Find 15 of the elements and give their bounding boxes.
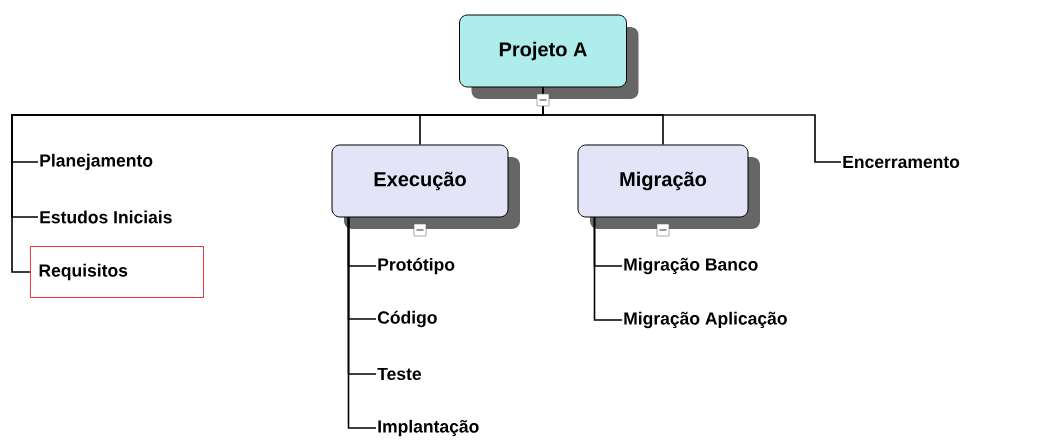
- item-label: Estudos Iniciais: [40, 210, 172, 224]
- item-label: Teste: [377, 367, 422, 381]
- connector-line: [347, 216, 377, 429]
- item-label: Código: [377, 310, 437, 328]
- process-box: Projeto A: [459, 14, 639, 99]
- connector-line: [593, 216, 623, 321]
- item-label: Encerramento: [843, 155, 960, 169]
- item-label: Migração Aplicação: [624, 311, 787, 329]
- highlighted-label: Requisitos: [30, 246, 204, 298]
- process-box: Execução: [331, 144, 520, 229]
- item-label: Planejamento: [40, 153, 153, 171]
- item-label: Implantação: [378, 419, 479, 437]
- item-label: Protótipo: [378, 257, 455, 275]
- item-label: Migração Banco: [624, 257, 758, 275]
- process-box: Migração: [577, 144, 760, 229]
